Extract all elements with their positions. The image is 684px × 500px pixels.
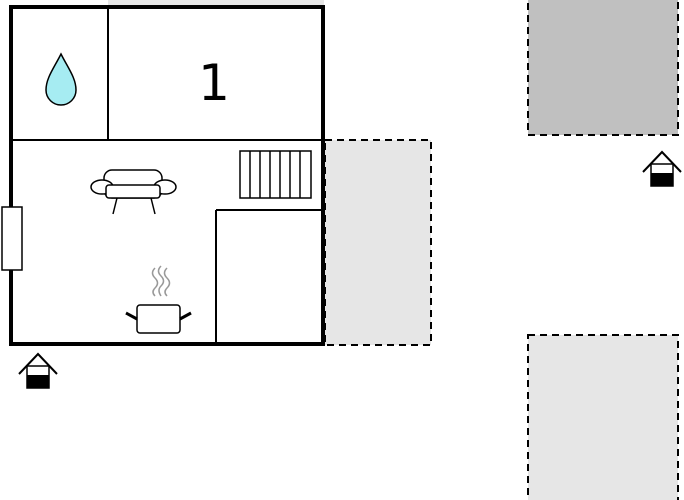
staircase-icon <box>239 150 312 199</box>
room-number: 1 <box>198 54 230 112</box>
outbuilding-bottom <box>527 334 679 500</box>
cooking-pot-icon <box>125 265 192 334</box>
interior-walls <box>11 7 323 344</box>
entrance-icon <box>18 352 58 389</box>
terrace-area <box>324 139 432 346</box>
water-drop-icon <box>45 52 77 106</box>
outbuilding-top <box>527 0 679 136</box>
window-icon <box>1 206 23 271</box>
top-edge-strip <box>108 0 324 6</box>
sofa-icon <box>90 169 177 215</box>
outbuilding-entrance-icon <box>642 150 682 187</box>
